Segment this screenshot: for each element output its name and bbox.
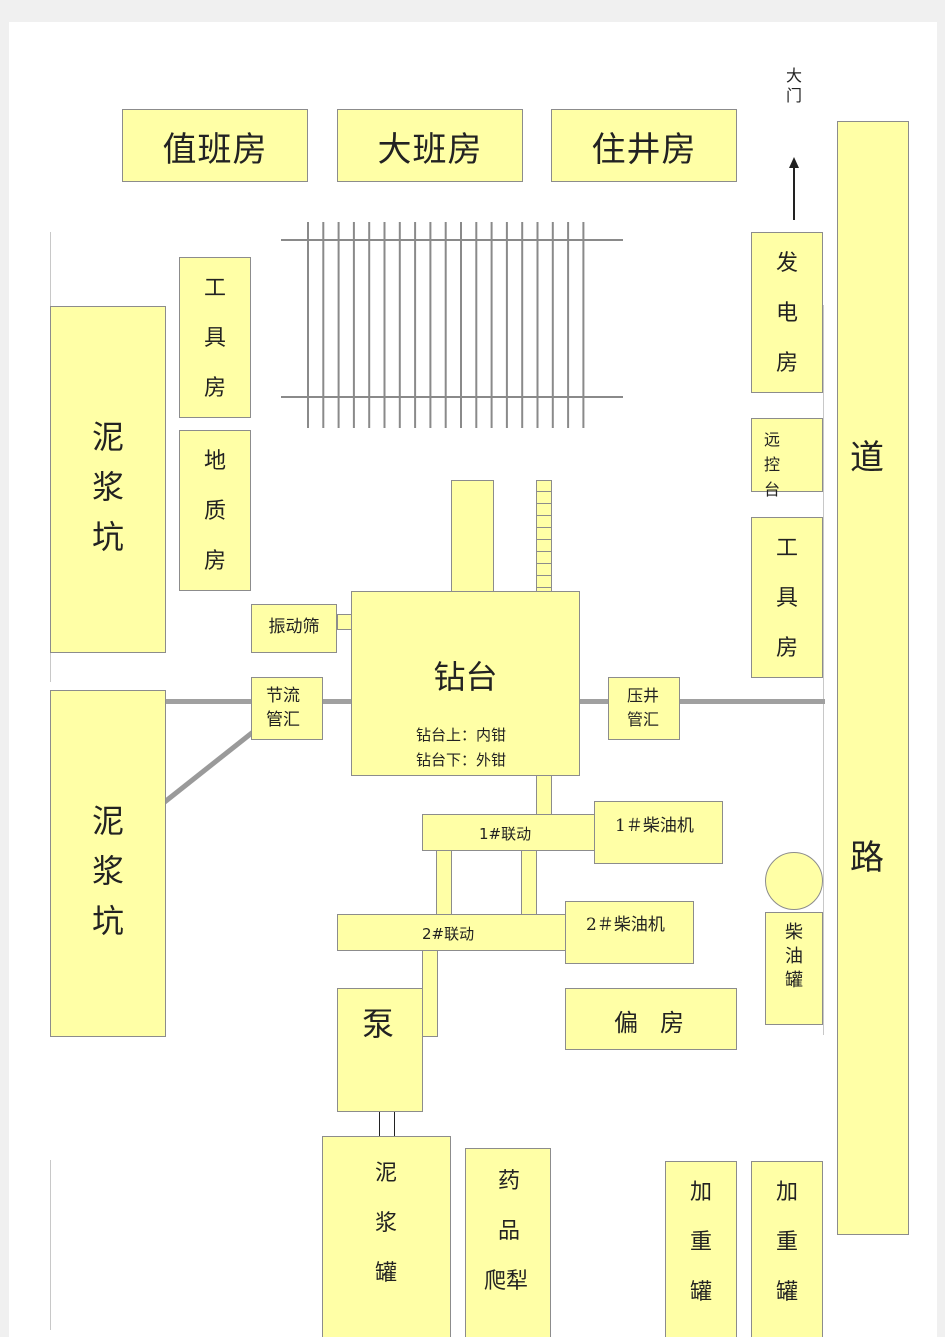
shaker: 振动筛 — [251, 604, 337, 653]
ladder-rung — [537, 587, 551, 588]
mud-pit-lower: 泥浆坑 — [50, 690, 166, 1037]
side-room: 偏房 — [565, 988, 737, 1050]
chemicals-sled-label-part: 药 — [497, 1169, 520, 1194]
duty-room: 值班房 — [122, 109, 308, 182]
ladder-rung — [537, 563, 551, 564]
mud-tank-label: 泥浆罐 — [374, 1161, 397, 1286]
choke-manifold: 节流管汇 — [251, 677, 323, 740]
gate-label: 大门 — [785, 66, 802, 105]
rig-floor-title: 钻台 — [433, 658, 498, 696]
diesel-engine-1-label: 1＃柴油机 — [615, 816, 694, 836]
duty-room-label: 值班房 — [162, 130, 268, 170]
bottom-left-line — [50, 1160, 51, 1330]
chemicals-sled-label-part: 爬犁 — [484, 1269, 529, 1294]
diesel-tank-label: 柴油罐 — [785, 922, 803, 991]
linkage-1-label: 1#联动 — [479, 825, 532, 843]
choke-line-diagonal — [150, 726, 260, 814]
diesel-tank: 柴油罐 — [765, 912, 823, 1025]
mud-pit-upper-label: 泥浆坑 — [91, 418, 124, 556]
generator-room: 发电房 — [751, 232, 823, 393]
weighting-tank-2: 加重罐 — [751, 1161, 823, 1337]
remote-console: 远控台 — [751, 418, 823, 499]
chemicals-sled: 药品爬犁 — [465, 1148, 551, 1337]
choke-manifold-label: 节流管汇 — [266, 686, 300, 730]
mud-pit-lower-label: 泥浆坑 — [91, 802, 124, 940]
pump-connector — [422, 949, 438, 1037]
road-label-2: 路 — [850, 838, 884, 878]
pump: 泵 — [337, 988, 423, 1112]
kill-manifold: 压井管汇 — [608, 677, 680, 740]
chemicals-sled-label-part: 品 — [497, 1219, 520, 1244]
pump-label: 泵 — [362, 1005, 395, 1043]
crew-room: 大班房 — [337, 109, 523, 182]
diesel-engine-2-label: 2＃柴油机 — [586, 915, 665, 935]
mud-tank: 泥浆罐 — [322, 1136, 451, 1337]
ladder-rung — [537, 515, 551, 516]
rig-floor-note-upper: 钻台上：内钳 — [416, 726, 507, 744]
well-room: 住井房 — [551, 109, 737, 182]
ladder-rung — [537, 539, 551, 540]
well-room-label: 住井房 — [591, 130, 697, 170]
linkage-connector-left — [436, 850, 452, 916]
crew-room-label: 大班房 — [377, 130, 483, 170]
chemicals-sled-label: 药品爬犁 — [484, 1157, 528, 1307]
linkage-2-label: 2#联动 — [422, 925, 475, 943]
pump-outlet — [379, 1112, 395, 1136]
rig-floor-note-lower: 钻台下：外钳 — [416, 751, 507, 769]
derrick-ladder — [536, 480, 552, 592]
tool-room-left: 工具房 — [179, 257, 251, 418]
ladder-rung — [537, 551, 551, 552]
pipe-rack — [281, 222, 623, 428]
linkage-2: 2#联动 — [337, 914, 566, 951]
diesel-engine-2: 2＃柴油机 — [565, 901, 694, 964]
tool-room-right-label: 工具房 — [775, 536, 798, 661]
ladder-rung — [537, 491, 551, 492]
ladder-rung — [537, 575, 551, 576]
rig-connector — [536, 775, 552, 817]
mud-pit-upper: 泥浆坑 — [50, 306, 166, 653]
linkage-1: 1#联动 — [422, 814, 596, 851]
right-boundary-line — [823, 305, 824, 1035]
diesel-engine-1: 1＃柴油机 — [594, 801, 723, 864]
diesel-tank-cap — [765, 852, 823, 910]
road-label-1: 道 — [850, 438, 884, 478]
tool-room-left-label: 工具房 — [203, 276, 226, 401]
derrick-block — [451, 480, 494, 592]
weighting-tank-1-label: 加重罐 — [689, 1180, 712, 1305]
kill-manifold-label: 压井管汇 — [627, 686, 660, 729]
linkage-connector-right — [521, 850, 537, 916]
ladder-rung — [537, 503, 551, 504]
side-room-label: 偏房 — [614, 1009, 706, 1037]
weighting-tank-2-label: 加重罐 — [775, 1180, 798, 1305]
tool-room-right: 工具房 — [751, 517, 823, 678]
main-pipe-right — [580, 699, 825, 704]
rig-floor: 钻台 钻台上：内钳 钻台下：外钳 — [351, 591, 580, 776]
main-pipe-left — [136, 699, 352, 704]
weighting-tank-1: 加重罐 — [665, 1161, 737, 1337]
remote-console-label: 远控台 — [764, 430, 794, 499]
gate-arrow-head — [789, 157, 799, 168]
shaker-label: 振动筛 — [268, 617, 320, 637]
geology-room-label: 地质房 — [203, 449, 226, 574]
road: 道 路 — [837, 121, 909, 1235]
geology-room: 地质房 — [179, 430, 251, 591]
ladder-rung — [537, 527, 551, 528]
generator-room-label: 发电房 — [775, 251, 798, 376]
